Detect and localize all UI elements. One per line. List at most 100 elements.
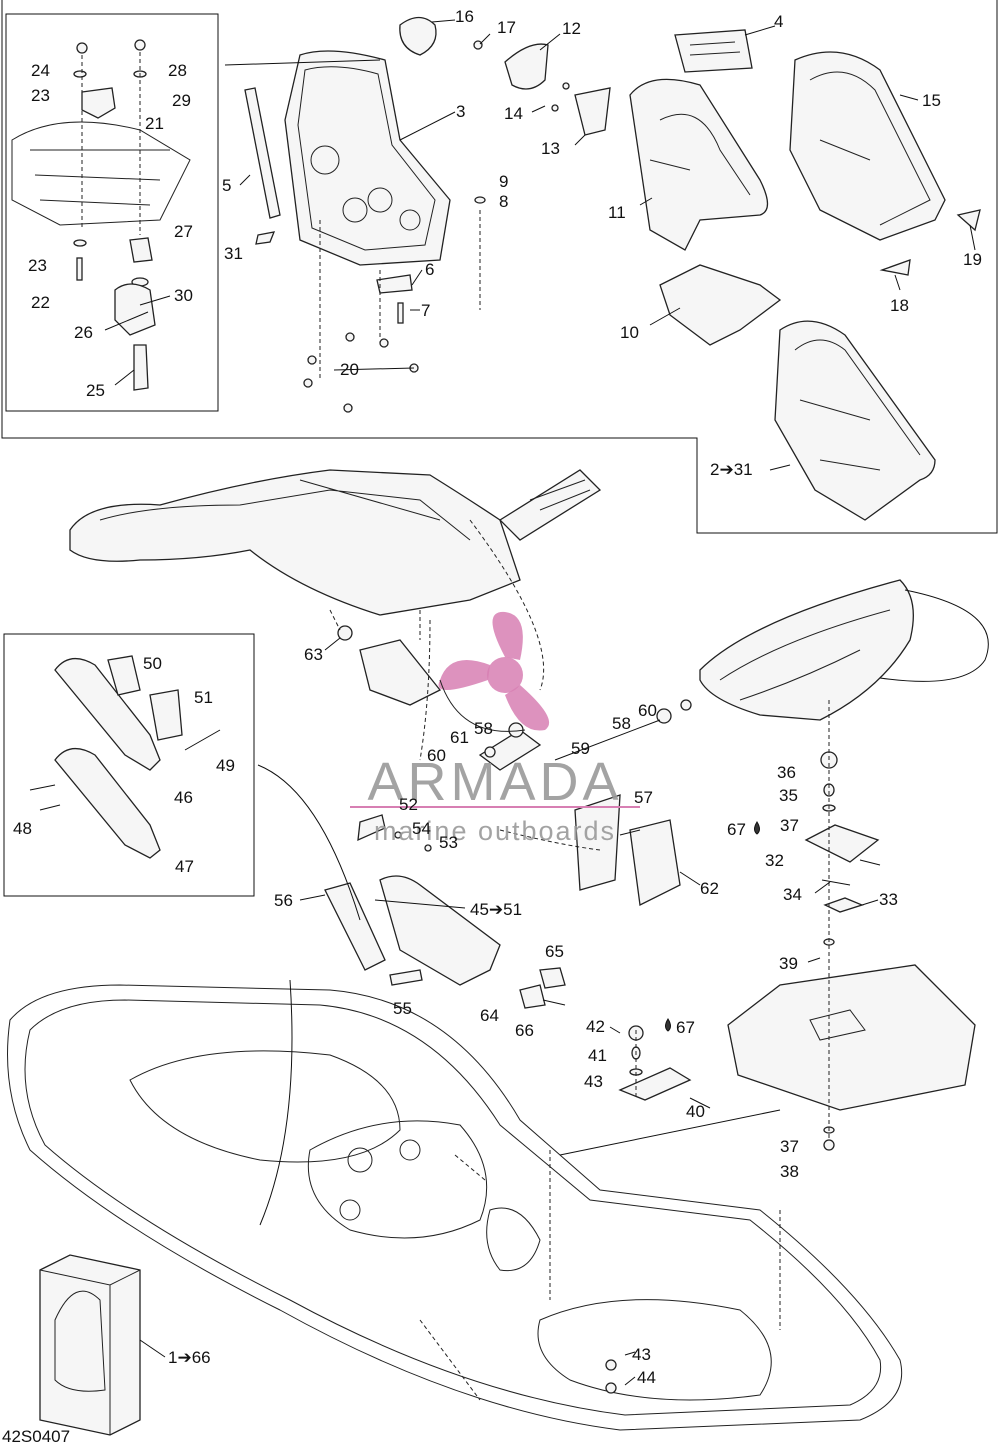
callout-label: 10	[620, 323, 639, 342]
part-18-clip	[879, 259, 911, 276]
part-2-seat-assembly	[774, 320, 936, 521]
part-49-rod	[184, 729, 221, 751]
part-5-strip	[244, 87, 281, 219]
callout-label: 66	[515, 1021, 534, 1040]
callout-label: 18	[890, 296, 909, 315]
part-17-plug	[473, 40, 483, 50]
right-stack	[618, 700, 976, 1151]
part-23-washer	[73, 70, 87, 78]
part-47-pad	[54, 748, 161, 859]
callout-label: 43	[632, 1345, 651, 1364]
part-21-bracket	[81, 87, 116, 119]
part-32-plate	[804, 824, 880, 863]
callout-label: 64	[480, 1006, 499, 1025]
callout-label: 53	[439, 833, 458, 852]
callout-label: 65	[545, 942, 564, 961]
inset-dash-guides	[81, 52, 141, 235]
part-62-cover	[629, 819, 681, 906]
callout-label: 50	[143, 654, 162, 673]
watermark-tagline: marine outboards	[374, 816, 616, 846]
callout-label: 23	[31, 86, 50, 105]
part-15-seat-cover	[789, 51, 946, 241]
callout-label: 4	[774, 12, 783, 31]
callout-label: 7	[421, 301, 430, 320]
callout-label: 45➔51	[470, 900, 522, 919]
callout-label: 5	[222, 176, 231, 195]
part-63-bushing	[337, 625, 353, 641]
part-38-nut	[823, 1139, 835, 1151]
callout-label: 15	[922, 91, 941, 110]
callout-label: 19	[963, 250, 982, 269]
inset-pads	[29, 655, 221, 859]
part-13-bracket	[574, 87, 611, 136]
callout-label: 67	[676, 1018, 695, 1037]
callout-label: 49	[216, 756, 235, 775]
callout-label: 47	[175, 857, 194, 876]
callout-label: 37	[780, 1137, 799, 1156]
part-64-bracket	[519, 984, 546, 1009]
part-61-spring	[478, 729, 542, 771]
callout-label: 37	[780, 816, 799, 835]
callout-label: 48	[13, 819, 32, 838]
callout-label: 36	[777, 763, 796, 782]
deck-panel	[727, 964, 976, 1111]
callout-label: 23	[28, 256, 47, 275]
callout-label: 62	[700, 879, 719, 898]
inset-top-left-parts	[11, 39, 191, 391]
callout-label: 59	[571, 739, 590, 758]
part-3-storage-bin	[284, 50, 451, 266]
callout-label: 51	[194, 688, 213, 707]
part-57-lever	[574, 794, 621, 891]
hull-outline	[7, 984, 903, 1431]
propeller-logo-icon	[438, 611, 550, 732]
callout-label: 56	[274, 891, 293, 910]
oil-drop-icon	[754, 821, 760, 835]
callout-label: 61	[450, 728, 469, 747]
callout-label: 43	[584, 1072, 603, 1091]
diagram-code: 42S0407	[2, 1427, 70, 1446]
steering-shaft	[498, 469, 602, 541]
part-6-pad	[376, 274, 413, 294]
part-22-screw	[76, 257, 83, 281]
part-26-support	[114, 283, 156, 336]
part-43b-washer	[605, 1359, 617, 1371]
callout-label: 22	[31, 293, 50, 312]
callout-labels: 16 17 12 4 24 28 23 29 21 3 14 13 15 5 9…	[2, 7, 982, 1446]
middle-parts	[69, 469, 989, 721]
part-25-pin	[133, 344, 149, 391]
watermark-brand: ARMADA	[367, 752, 622, 812]
kit-box-shape	[39, 1254, 141, 1436]
handlebar-assembly	[69, 469, 521, 616]
callout-label: 13	[541, 139, 560, 158]
callout-label: 34	[783, 885, 802, 904]
inset-hull-sketch	[11, 121, 191, 226]
part-11-cover	[629, 78, 769, 251]
callout-label: 24	[31, 61, 50, 80]
part-23b-washer	[73, 239, 87, 247]
steering-clamp	[359, 639, 442, 706]
callout-label: 11	[608, 203, 626, 222]
hull	[7, 984, 903, 1431]
callout-label: 2➔31	[710, 460, 753, 479]
callout-label: 42	[586, 1017, 605, 1036]
callout-label: 63	[304, 645, 323, 664]
callout-label: 14	[504, 104, 523, 123]
part-55-clip	[389, 969, 423, 986]
callout-label: 25	[86, 381, 105, 400]
part-40-bracket	[618, 1067, 692, 1101]
callout-label: 41	[588, 1046, 607, 1065]
callout-label: 30	[174, 286, 193, 305]
callout-label: 9	[499, 172, 508, 191]
callout-label: 16	[455, 7, 474, 26]
part-60-clip-b	[680, 699, 692, 711]
callout-label: 8	[499, 192, 508, 211]
callout-label: 33	[879, 890, 898, 909]
hull-storage-opening	[129, 1050, 401, 1163]
callout-label: 38	[780, 1162, 799, 1181]
leader-lines	[104, 19, 976, 1386]
callout-label: 1➔66	[168, 1348, 211, 1367]
part-50-foam	[107, 655, 141, 696]
seat-leader-curve	[879, 589, 989, 682]
